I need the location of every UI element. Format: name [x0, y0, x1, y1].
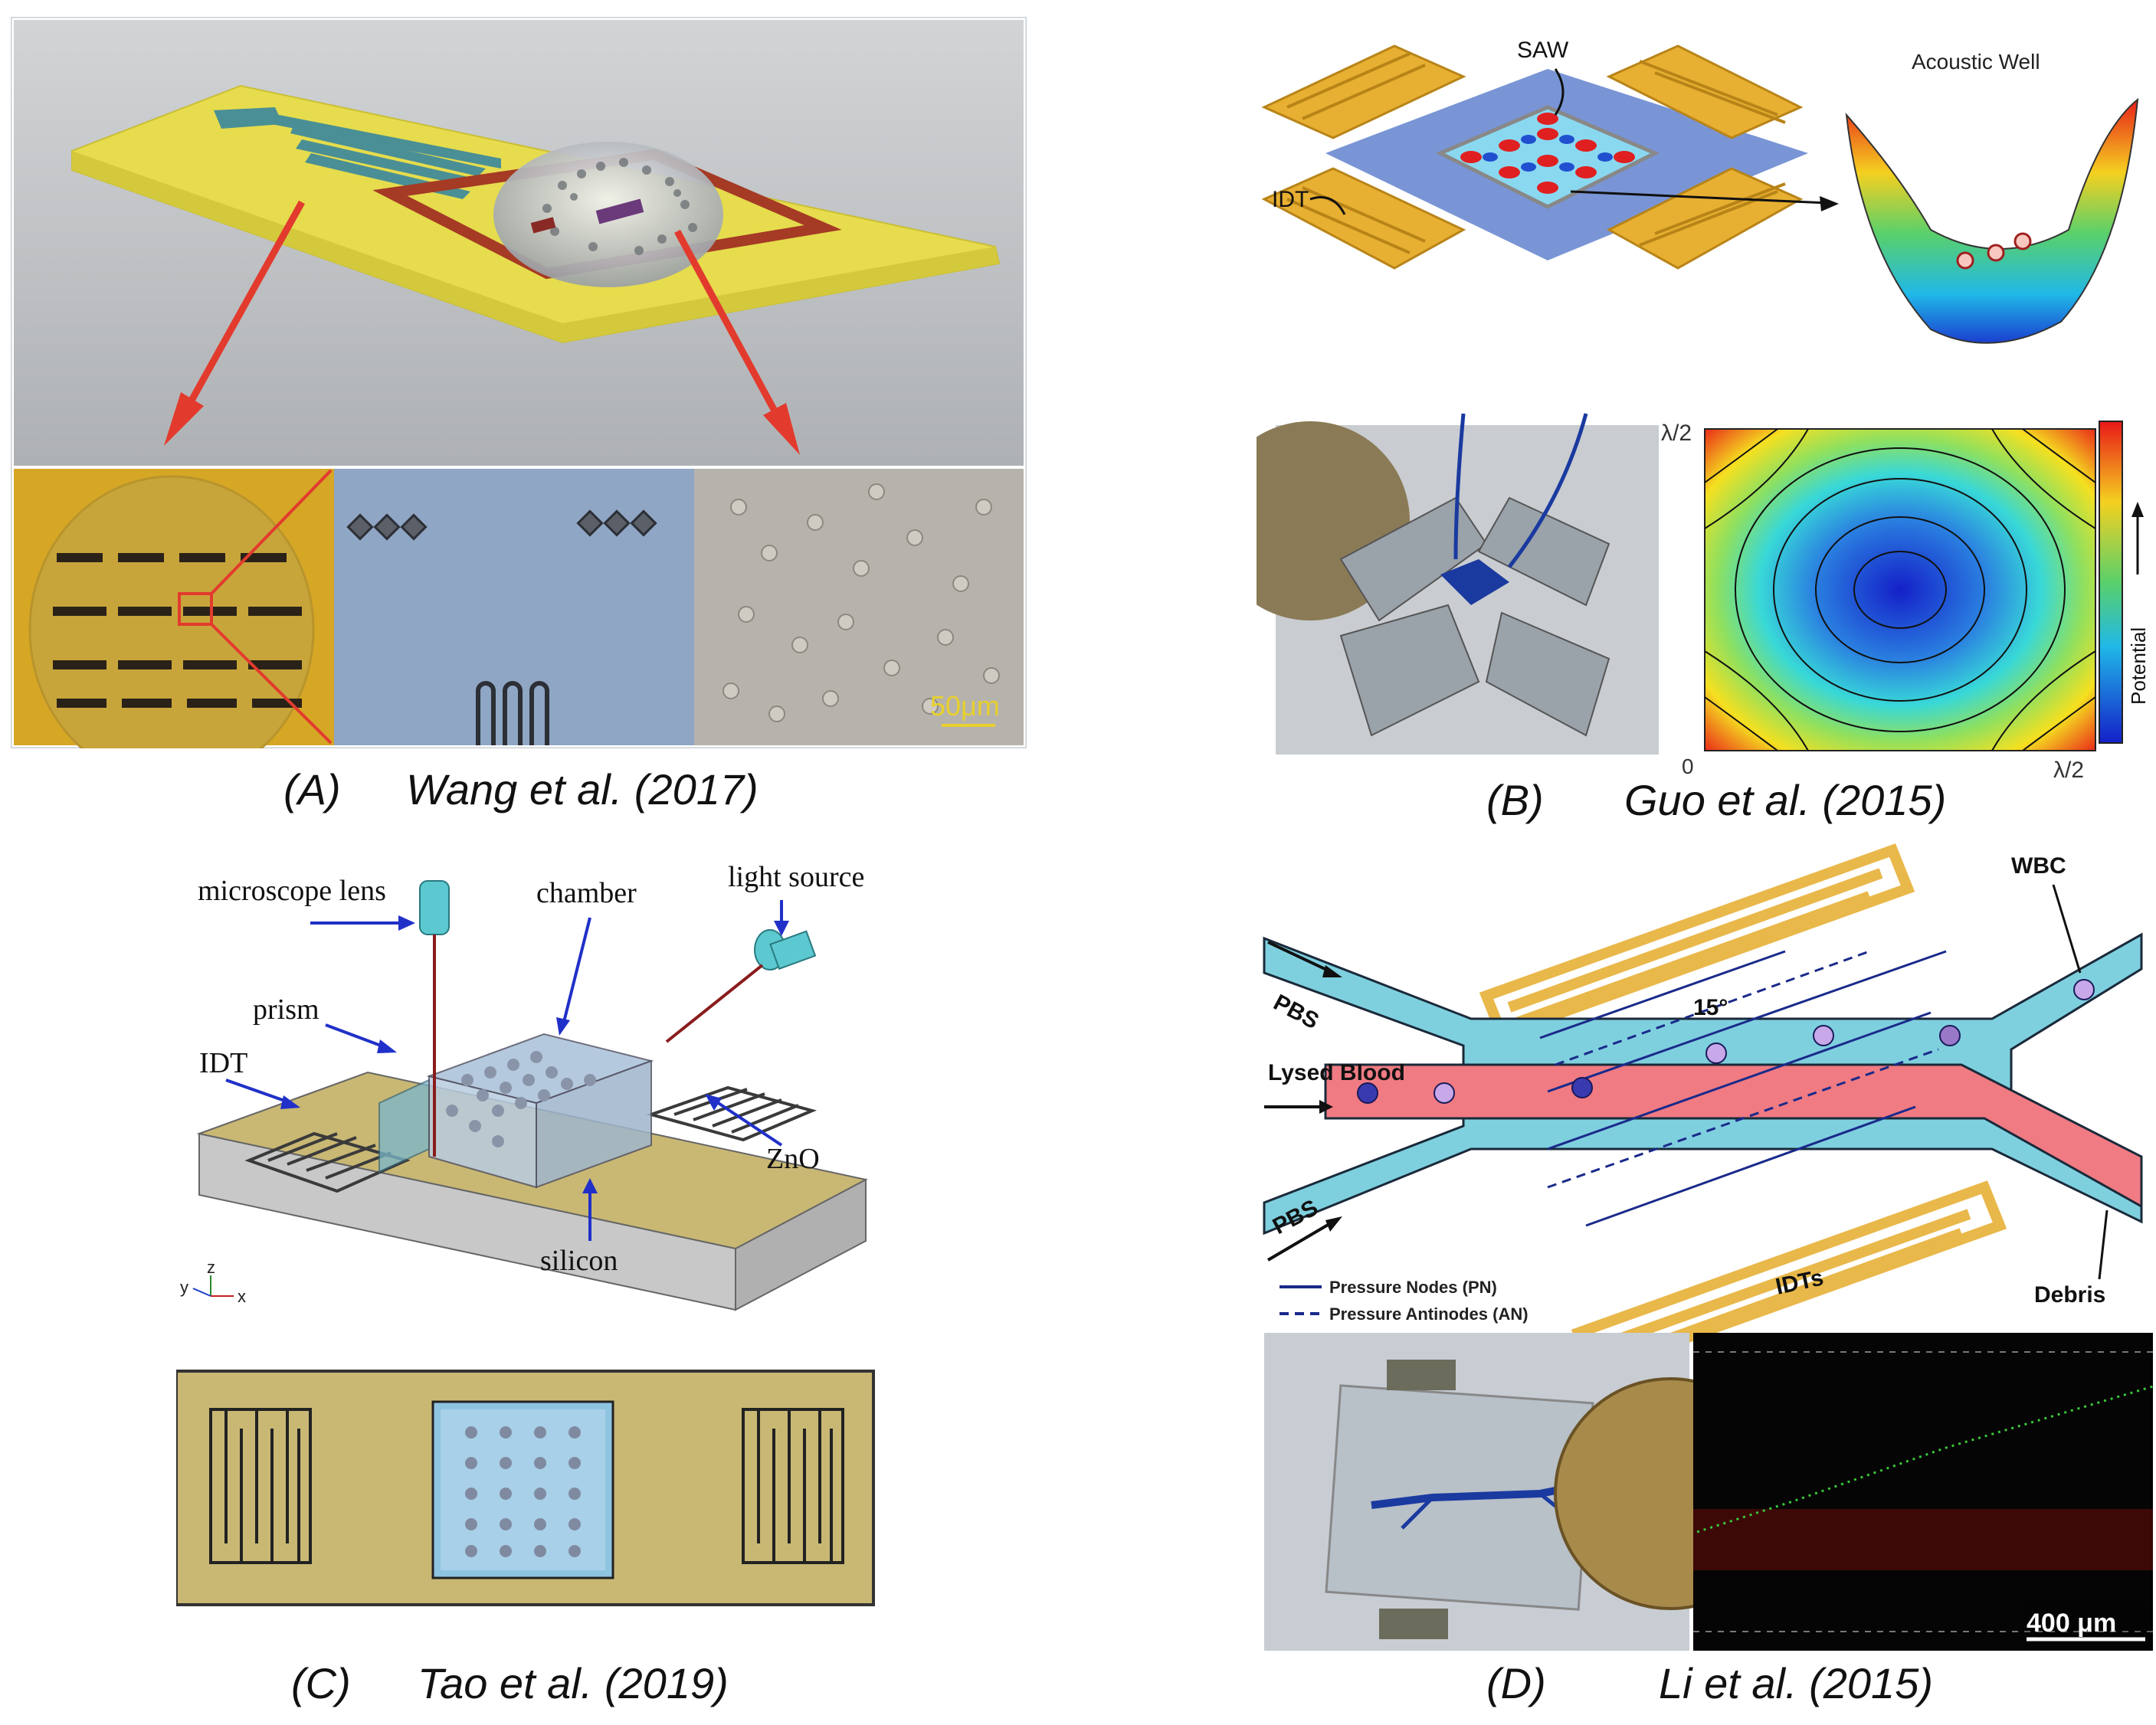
legend-an: Pressure Antinodes (AN): [1329, 1304, 1529, 1324]
fluorescence-image: [1693, 1333, 2153, 1651]
panel-d-figure: PBS Lysed Blood PBS 15° WBC IDTs Debris …: [1263, 843, 2154, 1651]
pressure-antinode-lines: [1547, 950, 1939, 1189]
saw-device: [1261, 44, 1808, 270]
scale-bar-label-d: 400 μm: [2027, 1609, 2116, 1638]
saw-label: SAW: [1517, 38, 1569, 63]
comb-electrode: [214, 107, 501, 199]
caption-c-letter: (C): [291, 1659, 351, 1707]
panel-a-figure: 50μm: [9, 15, 1028, 784]
label-debris: Debris: [2034, 1282, 2105, 1308]
pressure-node-lines: [1539, 950, 1947, 1227]
label-light-source: light source: [728, 861, 864, 893]
micrograph-electrodes: [334, 469, 694, 745]
axis-right-label: λ/2: [2053, 758, 2084, 783]
colorbar-label: Potential: [2127, 627, 2145, 705]
colorbar: [2099, 421, 2123, 744]
wbc-trajectory: [1696, 1385, 2154, 1534]
caption-a-ref: Wang et al. (2017): [406, 765, 759, 813]
label-silicon: silicon: [540, 1245, 618, 1277]
idt-right: [646, 1085, 818, 1142]
pressure-nodes: [1460, 113, 1635, 194]
panel-d: PBS Lysed Blood PBS 15° WBC IDTs Debris …: [1257, 835, 2156, 1655]
label-microscope-lens: microscope lens: [198, 875, 386, 907]
axis-origin-label: 0: [1682, 754, 1694, 778]
microscope-lens: [419, 880, 450, 935]
blue-channel: [1440, 559, 1509, 605]
caption-b-letter: (B): [1486, 776, 1544, 824]
label-zno: ZnO: [766, 1143, 820, 1175]
top-idt-left: [209, 1408, 312, 1564]
label-pbs-top: PBS: [1270, 990, 1323, 1034]
top-idt-right: [742, 1408, 844, 1564]
label-angle: 15°: [1693, 995, 1728, 1020]
axis-top-label: λ/2: [1661, 421, 1692, 446]
caption-c-ref: Tao et al. (2019): [418, 1659, 729, 1707]
zoom-box: [178, 592, 213, 626]
svg-text:x: x: [238, 1287, 246, 1306]
panel-a: 50μm: [9, 15, 1028, 784]
electrode-pattern: [53, 553, 302, 708]
cells: [1357, 979, 2095, 1104]
light-source: [754, 929, 817, 971]
panel-b-figure: SAW IDT Acoustic Well λ/2: [1211, 38, 2150, 783]
panel-b: SAW IDT Acoustic Well λ/2: [1211, 23, 2150, 789]
panel-c-figure: microscope lens chamber light source pri…: [175, 861, 875, 1683]
svg-text:z: z: [207, 1258, 215, 1277]
label-chamber: chamber: [536, 877, 637, 909]
caption-d-letter: (D): [1486, 1659, 1546, 1707]
red-arrows: [164, 200, 800, 455]
label-prism: prism: [253, 993, 319, 1026]
idt-left: [244, 1131, 411, 1193]
label-wbc: WBC: [2011, 853, 2066, 879]
caption-b-ref: Guo et al. (2015): [1624, 776, 1947, 824]
arrow-to-well: [1570, 190, 1828, 205]
idt-label: IDT: [1272, 187, 1309, 212]
caption-a-letter: (A): [283, 765, 341, 813]
caption-d-ref: Li et al. (2015): [1659, 1659, 1933, 1707]
legend: Pressure Nodes (PN) Pressure Antinodes (…: [1280, 1278, 1529, 1324]
acoustic-well-title: Acoustic Well: [1912, 50, 2040, 74]
panel-c: microscope lens chamber light source pri…: [175, 850, 942, 1683]
label-idt: IDT: [199, 1047, 247, 1079]
potential-map: [1704, 428, 2096, 751]
acoustic-well-surface: [1845, 97, 2139, 344]
label-lysed-blood: Lysed Blood: [1268, 1060, 1405, 1085]
svg-text:y: y: [180, 1278, 188, 1297]
scale-bar-label: 50μm: [930, 690, 1000, 722]
axes-3d-iso: z x y: [180, 1258, 246, 1306]
legend-pn: Pressure Nodes (PN): [1329, 1278, 1497, 1297]
light-beam: [665, 964, 764, 1043]
blood-stream: [1324, 1063, 2143, 1209]
